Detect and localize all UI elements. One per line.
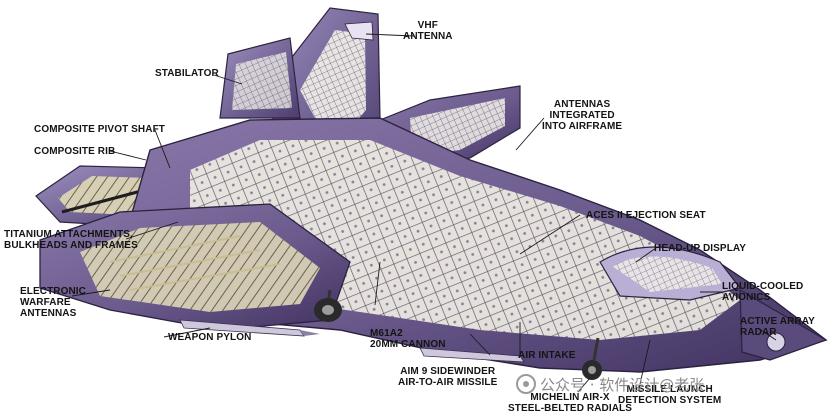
label-michelin: MICHELIN AIR-X STEEL-BELTED RADIALS (508, 392, 633, 414)
wechat-official-account-icon (516, 374, 536, 394)
label-electronic-warfare: ELECTRONIC WARFARE ANTENNAS (20, 286, 86, 319)
label-weapon-pylon: WEAPON PYLON (168, 332, 252, 343)
label-head-up-display: HEAD-UP DISPLAY (654, 243, 747, 254)
label-active-array: ACTIVE ARRAY RADAR (740, 316, 815, 338)
label-aim9: AIM 9 SIDEWINDER AIR-TO-AIR MISSILE (398, 366, 498, 388)
label-m61a2: M61A2 20MM CANNON (370, 328, 446, 350)
left-wing (39, 203, 351, 331)
label-composite-pivot-shaft: COMPOSITE PIVOT SHAFT (34, 124, 165, 135)
label-liquid-cooled: LIQUID-COOLED AVIONICS (722, 281, 804, 303)
main-landing-gear (314, 289, 342, 322)
weapon-pylon-missile (179, 319, 525, 363)
label-missile-launch: MISSILE LAUNCH DETECTION SYSTEM (618, 384, 722, 406)
label-stabilator: STABILATOR (155, 68, 219, 79)
nose-landing-gear (582, 337, 602, 380)
cockpit-canopy (599, 246, 742, 301)
label-antennas-integrated: ANTENNAS INTEGRATED INTO AIRFRAME (542, 99, 623, 132)
label-vhf-antenna: VHF ANTENNA (403, 20, 453, 42)
label-composite-rib: COMPOSITE RIB (34, 146, 116, 157)
label-titanium: TITANIUM ATTACHMENTS, BULKHEADS AND FRAM… (4, 229, 138, 251)
stabilator (219, 37, 301, 119)
watermark-text: 公众号 · 软件设计@老张 (540, 375, 705, 394)
leader-lines (71, 33, 777, 393)
label-air-intake: AIR INTAKE (518, 350, 576, 361)
label-aces-ii: ACES II EJECTION SEAT (586, 210, 706, 221)
watermark: 公众号 · 软件设计@老张 (516, 373, 704, 395)
